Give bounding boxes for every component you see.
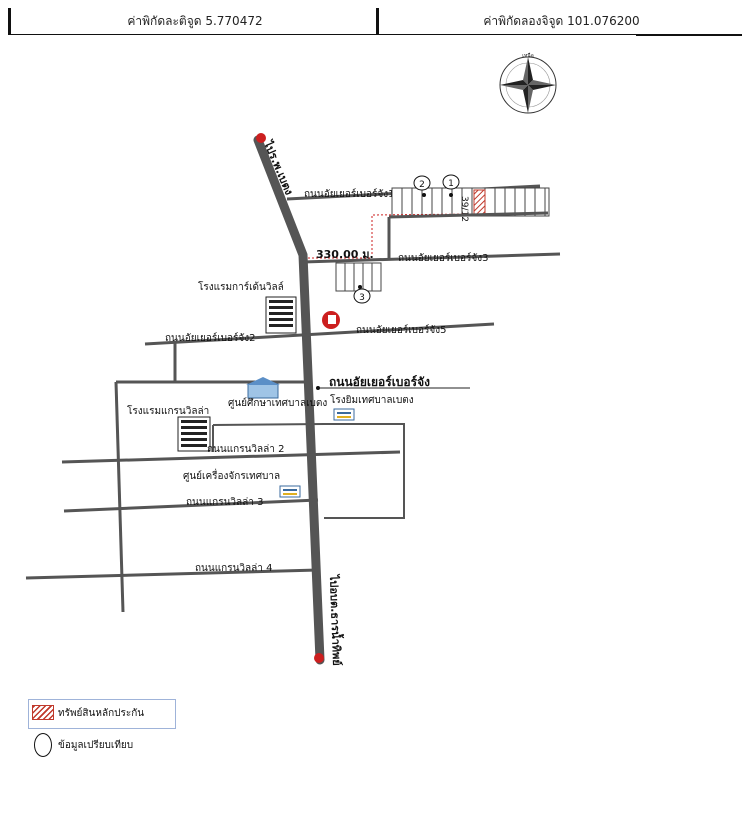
machinery-building-icon: [279, 485, 301, 498]
road-aiyer-3: [302, 252, 561, 264]
road-aiyer-1-label: ถนนอัยเยอร์เบอร์จัง1: [304, 188, 395, 200]
subject-property-legend-icon: [32, 705, 54, 720]
location-map: เหนือ ไปร.พ.เบตง ไปอบต.ธารน้ำทิพย์ ถนนอั…: [25, 52, 561, 666]
main-road: [253, 135, 325, 665]
road-grand-villa-4: [25, 568, 319, 580]
legend-comparable-data: ข้อมูลเปรียบเทียบ: [58, 740, 134, 751]
place-municipal-gym-label: โรงยิมเทศบาลเบตง: [330, 393, 414, 406]
comparable-marker-2: 2: [413, 175, 431, 197]
comparable-marker-3: 3: [353, 285, 371, 304]
location-pin-icon: [322, 311, 340, 329]
subject-property-plot: [473, 189, 486, 215]
road-aiyer-2-label: ถนนอัยเยอร์เบอร์จัง2: [165, 332, 256, 344]
road-grand-villa-4-label: ถนนแกรนวิลล่า 4: [195, 563, 272, 574]
place-machinery-center-label: ศูนย์เครื่องจักรเทศบาล: [183, 468, 280, 482]
plot-number-label: 39/12: [459, 196, 469, 222]
school-building-icon: [246, 377, 280, 399]
svg-text:1: 1: [448, 179, 454, 189]
road-grand-villa-3: [63, 498, 319, 513]
hotel-grand-villa-icon: [177, 416, 211, 452]
legend-subject-property: ทรัพย์สินหลักประกัน: [58, 708, 145, 719]
road-aiyer-1-back: [388, 211, 549, 219]
road-grand-villa-2-label: ถนนแกรนวิลล่า 2: [207, 444, 284, 455]
gym-building-icon: [333, 408, 355, 421]
legend-box: [28, 699, 176, 729]
road-aiyer-3-label: ถนนอัยเยอร์เบอร์จัง3: [398, 252, 489, 264]
compass-label: เหนือ: [522, 52, 533, 59]
comparable-legend-icon: [34, 733, 52, 757]
place-garden-villa-label: โรงแรมการ์เด้นวิลล์: [198, 280, 284, 293]
longitude-label: ค่าพิกัดลองจิจูด 101.076200: [376, 8, 742, 36]
road-west-vertical: [114, 381, 125, 613]
coordinates-header: ค่าพิกัดละติจูด 5.770472 ค่าพิกัดลองจิจู…: [8, 8, 742, 36]
svg-text:2: 2: [419, 180, 425, 190]
parcel-block-north: [391, 187, 550, 217]
comparable-marker-1: 1: [442, 174, 460, 197]
road-aiyer-main-label: ถนนอัยเยอร์เบอร์จัง: [329, 375, 430, 389]
road-aiyer-2-5: [144, 322, 495, 346]
svg-text:3: 3: [359, 293, 365, 303]
compass-icon: เหนือ: [499, 52, 557, 114]
direction-south-label: ไปอบต.ธารน้ำทิพย์: [327, 573, 345, 666]
hotel-building-icon: [265, 296, 297, 334]
place-education-center-label: ศูนย์ศึกษาเทศบาลเบตง: [228, 397, 327, 409]
latitude-label: ค่าพิกัดละติจูด 5.770472: [8, 8, 379, 35]
south-end-marker: [314, 653, 324, 663]
road-grand-villa-3-label: ถนนแกรนวิลล่า 3: [186, 497, 263, 508]
junction-dot: [316, 386, 320, 390]
north-end-marker: [256, 133, 266, 143]
road-grand-villa-2: [61, 450, 401, 464]
distance-label: 330.00 ม.: [316, 248, 374, 261]
road-aiyer-5-label: ถนนอัยเยอร์เบอร์จัง5: [356, 324, 447, 336]
route-to-property: [308, 213, 476, 259]
place-grand-villa-hotel-label: โรงแรมแกรนวิลล่า: [127, 404, 209, 417]
road-loop: [212, 423, 405, 519]
